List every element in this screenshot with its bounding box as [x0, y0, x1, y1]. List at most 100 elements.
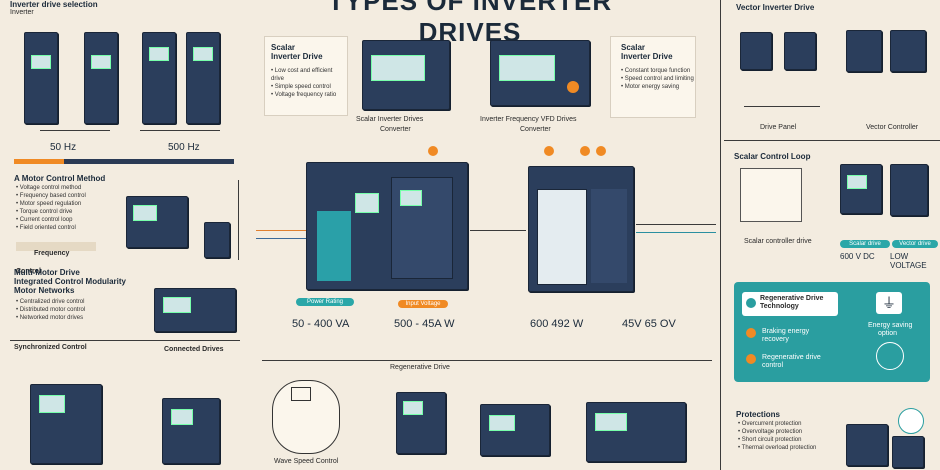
display-screen: [489, 415, 515, 431]
scalar-drive-left: [362, 40, 450, 110]
motor-control-title: A Motor Control Method: [14, 174, 106, 183]
motor-control-list: Voltage control method Frequency based c…: [16, 184, 126, 232]
list-item: Voltage control method: [16, 184, 126, 192]
bottom-drive-2: [162, 398, 220, 464]
multi-motor-footer-right: Connected Drives: [164, 346, 224, 353]
control-loop-diagram: [740, 168, 802, 222]
value-3: 600 492 W: [530, 318, 584, 330]
inverter-unit-4: [186, 32, 220, 124]
list-item: Field oriented control: [16, 224, 126, 232]
navy-bar: [64, 159, 234, 164]
divider-line: [720, 0, 721, 470]
orange-dot-icon: [746, 354, 756, 364]
control-panel: [537, 189, 587, 285]
mid-caption-left-sub: Converter: [380, 126, 411, 133]
label-box: [291, 387, 311, 401]
display-screen: [847, 175, 867, 189]
wire: [636, 224, 716, 225]
orange-badge-input: Input Voltage: [398, 300, 448, 308]
divider-line: [238, 180, 239, 260]
teal-item3-sub: option: [878, 330, 898, 337]
gauge-icon: [898, 408, 924, 434]
teal-heading: Regenerative Drive Technology: [760, 295, 824, 310]
teal-badge-power: Power Rating: [296, 298, 354, 306]
top-left-header: Inverter drive selection: [10, 0, 98, 9]
connector-line: [140, 130, 220, 131]
wire: [470, 230, 526, 231]
multi-motor-list: Centralized drive control Distributed mo…: [16, 298, 146, 322]
display-screen: [133, 205, 157, 221]
caption-50hz: 50 Hz: [50, 142, 77, 153]
teal-item3: Energy saving: [868, 322, 913, 329]
plug-icon: ⏚: [876, 292, 902, 314]
list-item: Voltage frequency ratio: [271, 91, 347, 99]
teal-item1: Braking energy recovery: [762, 328, 810, 343]
orange-indicator: [544, 146, 554, 156]
bottom-left-caption: Wave Speed Control: [274, 458, 339, 465]
list-item: Centralized drive control: [16, 298, 146, 306]
bottom-caption: Regenerative Drive: [390, 364, 450, 371]
list-item: Low cost and efficient drive: [271, 67, 347, 83]
vector-drive-2: [784, 32, 816, 70]
orange-indicator: [596, 146, 606, 156]
cabinet-right: [528, 166, 634, 292]
top-left-sub: Inverter: [10, 9, 34, 16]
list-item: Current control loop: [16, 216, 126, 224]
vector-drive-1: [740, 32, 772, 70]
list-item: Distributed motor control: [16, 306, 146, 314]
multi-motor-unit: [154, 288, 236, 332]
list-item: Overcurrent protection: [738, 420, 838, 428]
list-item: Networked motor drives: [16, 314, 146, 322]
wire: [636, 232, 716, 233]
knob-icon: [567, 81, 579, 93]
mid-caption-right-sub: Converter: [520, 126, 551, 133]
multi-motor-title2: Integrated Control Modularity: [14, 277, 126, 286]
connector-line: [744, 106, 820, 107]
scalar-drive-right: [490, 40, 590, 106]
list-item: Constant torque function: [621, 67, 695, 75]
bottom-drive-5: [586, 402, 686, 462]
heading-box: Regenerative Drive Technology: [742, 292, 838, 316]
display-screen: [355, 193, 379, 213]
divider-line: [724, 140, 940, 141]
protection-drive-2: [892, 436, 924, 468]
value-2: 500 - 45A W: [394, 318, 455, 330]
bottom-drive-1: [30, 384, 102, 464]
protections-title: Protections: [736, 410, 781, 419]
scalar-control-caption: Scalar controller drive: [744, 238, 812, 245]
scalar-panel-left: Scalar Inverter Drive Low cost and effic…: [264, 36, 348, 116]
cabinet-left: [306, 162, 468, 290]
orange-indicator: [428, 146, 438, 156]
wire: [256, 230, 306, 231]
vector-section-title: Vector Inverter Drive: [736, 3, 815, 12]
display-screen: [595, 413, 627, 431]
display-screen: [171, 409, 193, 425]
teal-vent: [317, 211, 351, 281]
display-screen: [39, 395, 65, 413]
inverter-unit-2: [84, 32, 118, 124]
display-screen: [371, 55, 425, 81]
panel-title2: Inverter Drive: [621, 52, 673, 61]
orange-indicator: [580, 146, 590, 156]
teal-panel: Regenerative Drive Technology Braking en…: [734, 282, 930, 382]
protections-list: Overcurrent protection Overvoltage prote…: [738, 420, 838, 452]
multi-motor-title3: Motor Networks: [14, 286, 75, 295]
scalar-control-title: Scalar Control Loop: [734, 152, 811, 161]
list-item: Motor energy saving: [621, 83, 695, 91]
wave-diagram: [272, 380, 340, 454]
display-screen: [403, 401, 423, 415]
orange-dot-icon: [746, 328, 756, 338]
teal-badge-scalar: Scalar drive: [840, 240, 890, 248]
vector-label-right: Vector Controller: [866, 124, 919, 131]
value-1: 50 - 400 VA: [292, 318, 350, 330]
panel-title1: Scalar: [621, 43, 646, 52]
teal-badge-vector: Vector drive: [892, 240, 938, 248]
bottom-drive-3: [396, 392, 446, 454]
bottom-drive-4: [480, 404, 550, 456]
list-item: Torque control drive: [16, 208, 126, 216]
value-4: 45V 65 OV: [622, 318, 676, 330]
protection-drive-1: [846, 424, 888, 466]
list-item: Frequency based control: [16, 192, 126, 200]
button-panel: [591, 189, 627, 283]
multi-motor-footer-left: Synchronized Control: [14, 344, 87, 351]
